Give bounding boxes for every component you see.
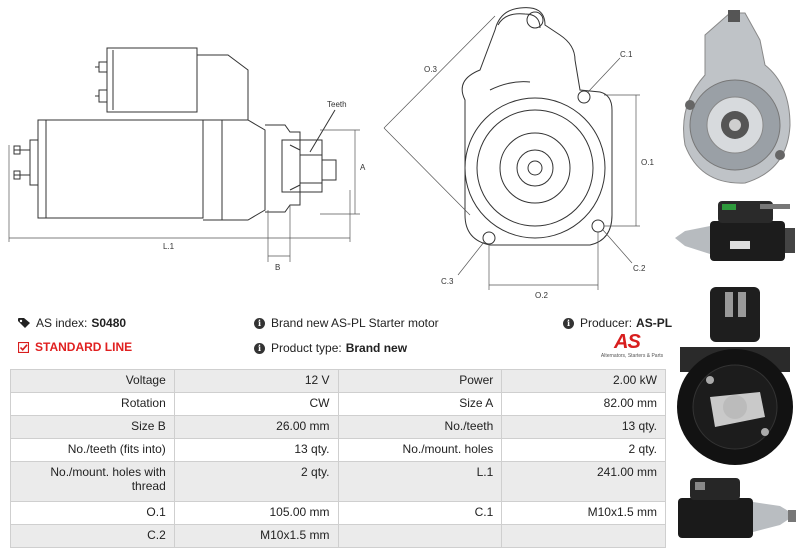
product-type-value: Brand new	[345, 341, 408, 355]
product-photos	[670, 0, 800, 556]
spec-value: 2 qty.	[173, 461, 339, 502]
spec-key	[337, 524, 503, 548]
table-row: O.1 105.00 mm C.1 M10x1.5 mm	[10, 501, 666, 525]
table-row: C.2 M10x1.5 mm	[10, 524, 666, 548]
table-row: Voltage 12 V Power 2.00 kW	[10, 369, 666, 393]
table-row: Size B 26.00 mm No./teeth 13 qty.	[10, 415, 666, 439]
standard-line: STANDARD LINE	[18, 340, 132, 354]
table-row: No./mount. holes with thread 2 qty. L.1 …	[10, 461, 666, 502]
product-photo-rear	[677, 287, 793, 465]
product-photo-front	[683, 10, 791, 184]
front-view-outline	[461, 7, 613, 246]
description-text: Brand new AS-PL Starter motor	[271, 316, 439, 330]
solenoid-outline	[106, 47, 198, 113]
spec-key: Size B	[10, 415, 175, 439]
logo-text: AS	[614, 331, 641, 353]
spec-value: M10x1.5 mm	[173, 524, 339, 548]
logo-tagline: Alternators, Starters & Parts	[600, 353, 664, 359]
product-photo-iso	[678, 478, 796, 538]
spec-value: 2 qty.	[501, 438, 666, 462]
dimension-b-label: B	[275, 263, 280, 272]
dimension-o3-label: O.3	[424, 65, 437, 74]
standard-line-label: STANDARD LINE	[35, 340, 133, 354]
spec-value: 82.00 mm	[501, 392, 666, 416]
spec-key: O.1	[10, 501, 175, 525]
producer: i Producer: AS-PL	[563, 316, 672, 330]
spec-value: 12 V	[173, 369, 339, 393]
hole-c1-label: C.1	[620, 50, 633, 59]
spec-key: No./teeth	[337, 415, 503, 439]
info-icon: i	[563, 317, 574, 329]
as-index-value: S0480	[91, 316, 127, 330]
product-type-label: Product type:	[271, 341, 342, 355]
motor-body-outline	[37, 119, 204, 219]
producer-value: AS-PL	[636, 316, 673, 330]
spec-key: No./mount. holes	[337, 438, 503, 462]
teeth-label: Teeth	[327, 100, 347, 109]
dimension-o2-label: O.2	[535, 291, 548, 300]
spec-key: No./teeth (fits into)	[10, 438, 175, 462]
dimension-l1-label: L.1	[163, 242, 175, 251]
spec-value: 241.00 mm	[501, 461, 666, 502]
spec-value: 2.00 kW	[501, 369, 666, 393]
spec-key: C.1	[337, 501, 503, 525]
spec-value: CW	[173, 392, 339, 416]
brand-logo: AS Alternators, Starters & Parts	[598, 331, 666, 361]
spec-value	[501, 524, 666, 548]
as-index: AS index: S0480	[18, 316, 126, 330]
spec-key: Rotation	[10, 392, 175, 416]
description: i Brand new AS-PL Starter motor	[254, 316, 439, 330]
dimension-a-label: A	[360, 163, 366, 172]
hole-c2-label: C.2	[633, 264, 646, 273]
dimension-o1-label: O.1	[641, 158, 654, 167]
tag-icon	[18, 318, 30, 328]
spec-key: L.1	[337, 461, 503, 502]
spec-key: Power	[337, 369, 503, 393]
spec-value: 26.00 mm	[173, 415, 339, 439]
product-photo-side	[675, 201, 795, 261]
spec-value: M10x1.5 mm	[501, 501, 666, 525]
product-type: i Product type: Brand new	[254, 341, 407, 355]
spec-value: 105.00 mm	[173, 501, 339, 525]
spec-key: No./mount. holes with thread	[10, 461, 175, 502]
spec-value: 13 qty.	[173, 438, 339, 462]
check-square-icon	[18, 341, 29, 353]
spec-key: C.2	[10, 524, 175, 548]
table-row: Rotation CW Size A 82.00 mm	[10, 392, 666, 416]
info-icon: i	[254, 342, 265, 354]
as-index-label: AS index:	[36, 316, 88, 330]
producer-label: Producer:	[580, 316, 633, 330]
spec-key: Voltage	[10, 369, 175, 393]
technical-drawing: Teeth A L.1 B O.3 C.1 O.1 C.2 C.3 O.2	[8, 7, 654, 300]
spec-value: 13 qty.	[501, 415, 666, 439]
spec-key: Size A	[337, 392, 503, 416]
spec-table: Voltage 12 V Power 2.00 kW Rotation CW S…	[10, 369, 666, 548]
info-icon: i	[254, 317, 265, 329]
hole-c3-label: C.3	[441, 277, 454, 286]
table-row: No./teeth (fits into) 13 qty. No./mount.…	[10, 438, 666, 462]
